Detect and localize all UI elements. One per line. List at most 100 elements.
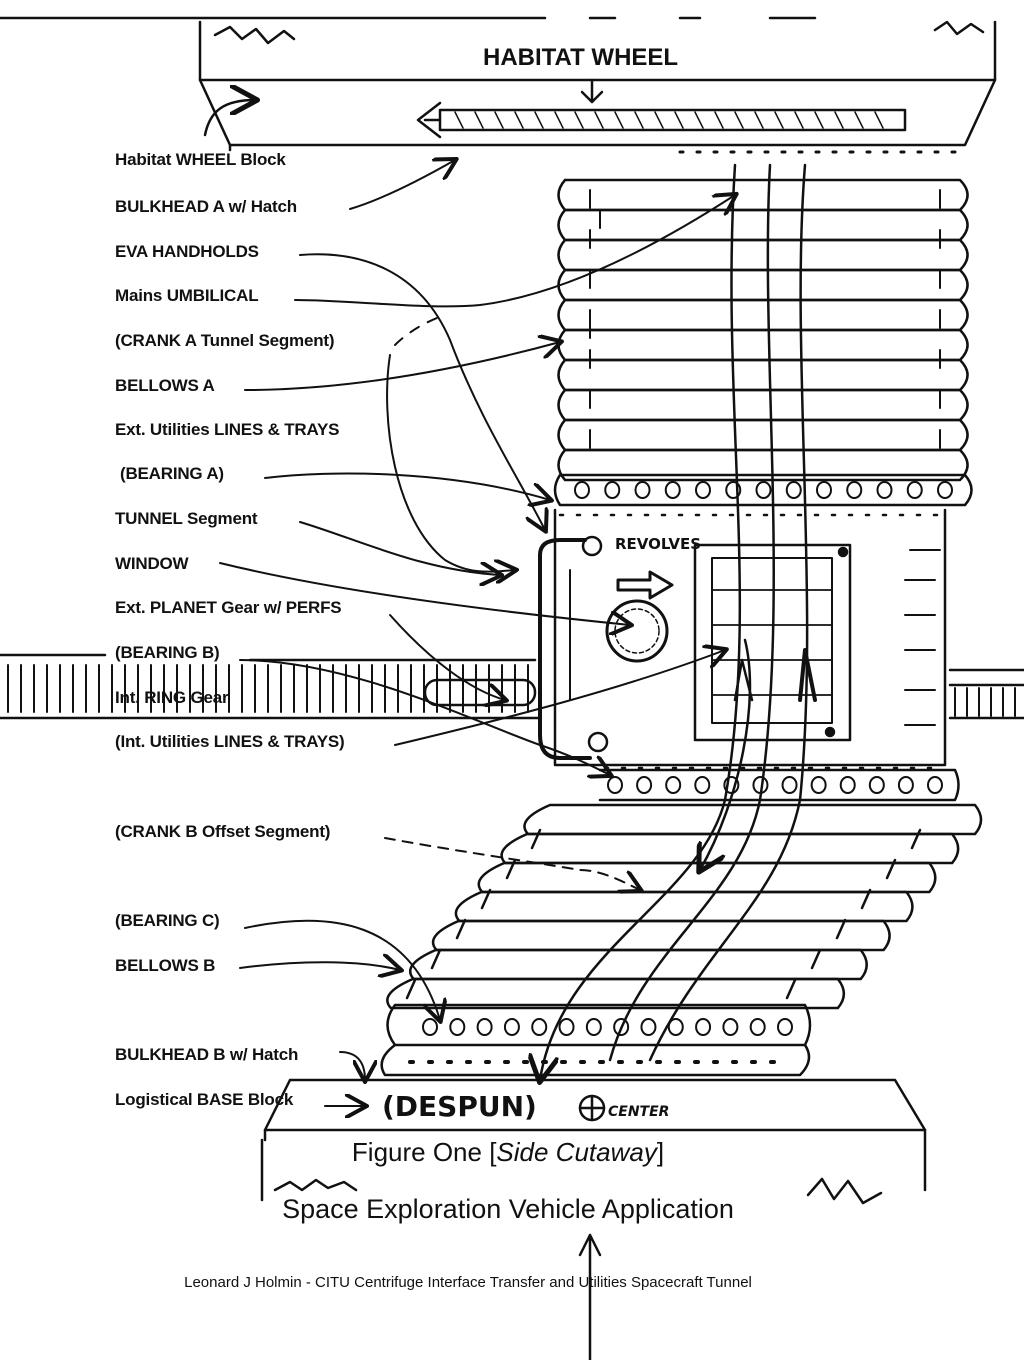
bearing-ball bbox=[722, 1018, 739, 1036]
eva-handhold bbox=[810, 948, 822, 970]
eva-handhold bbox=[910, 828, 922, 850]
bellows-rib bbox=[523, 803, 983, 836]
label-bearing-c: (BEARING C) bbox=[115, 911, 220, 930]
bearing-c bbox=[380, 1003, 812, 1077]
figure-caption-suffix: ] bbox=[656, 1137, 665, 1167]
logistical-base-block bbox=[260, 1078, 927, 1205]
bellows-rib bbox=[557, 208, 969, 242]
bearing-ball bbox=[695, 481, 711, 499]
label-bulkhead-a: BULKHEAD A w/ Hatch bbox=[115, 197, 297, 216]
label-planet-gear: Ext. PLANET Gear w/ PERFS bbox=[115, 598, 342, 617]
bellows-rib bbox=[557, 448, 969, 482]
bearing-ball bbox=[558, 1018, 575, 1036]
eva-handhold bbox=[785, 978, 797, 1000]
bellows-rib bbox=[500, 832, 960, 865]
label-bulkhead-b: BULKHEAD B w/ Hatch bbox=[115, 1045, 299, 1064]
diagram-title: HABITAT WHEEL bbox=[483, 44, 679, 71]
bellows-rib bbox=[557, 268, 969, 302]
bearing-ball bbox=[694, 776, 711, 794]
eva-handhold bbox=[505, 858, 517, 880]
bellows-rib bbox=[557, 238, 969, 272]
bearing-ball bbox=[634, 481, 651, 499]
bearing-ball bbox=[839, 776, 856, 794]
eva-handhold bbox=[885, 858, 897, 880]
center-note: CENTER bbox=[608, 1104, 670, 1120]
label-bellows-a: BELLOWS A bbox=[115, 376, 215, 395]
label-eva-handholds: EVA HANDHOLDS bbox=[115, 242, 259, 261]
bearing-ball bbox=[503, 1018, 520, 1036]
eva-handhold bbox=[530, 828, 542, 850]
bellows-rib bbox=[386, 977, 846, 1010]
eva-handhold bbox=[835, 918, 847, 940]
eva-handhold bbox=[589, 189, 601, 461]
center-axis-arrow bbox=[578, 1233, 602, 1360]
bearing-ball bbox=[531, 1018, 548, 1036]
bellows-rib bbox=[557, 358, 969, 392]
bellows-a bbox=[557, 150, 969, 482]
bearing-a bbox=[553, 473, 973, 507]
bearing-ball bbox=[937, 481, 953, 499]
bearing-ball bbox=[585, 1018, 602, 1036]
bearing-ball bbox=[777, 1018, 793, 1036]
tunnel-segment bbox=[538, 508, 947, 767]
bearing-ball bbox=[876, 481, 893, 499]
bearing-ball bbox=[640, 1018, 657, 1036]
bearing-ball bbox=[665, 776, 682, 794]
revolves-note: REVOLVES bbox=[615, 535, 702, 553]
bellows-rib bbox=[477, 861, 937, 894]
eva-handhold bbox=[430, 948, 442, 970]
bearing-ball bbox=[604, 481, 621, 499]
bellows-b bbox=[386, 803, 983, 1010]
bearing-ball bbox=[755, 481, 772, 499]
bearing-ball bbox=[725, 481, 742, 499]
eva-handhold bbox=[480, 888, 492, 910]
bellows-rib bbox=[431, 919, 891, 952]
bearing-ball bbox=[664, 481, 681, 499]
bearing-ball bbox=[868, 776, 885, 794]
bellows-rib bbox=[408, 948, 868, 981]
revolves-arrow-icon bbox=[616, 570, 674, 600]
bearing-ball bbox=[449, 1018, 466, 1036]
figure-caption-italic: Side Cutaway bbox=[496, 1137, 657, 1167]
label-window: WINDOW bbox=[115, 554, 189, 573]
label-bearing-b: (BEARING B) bbox=[115, 643, 220, 662]
bearing-ball bbox=[785, 481, 802, 499]
bearing-ball bbox=[723, 776, 740, 794]
label-crank-a: (CRANK A Tunnel Segment) bbox=[115, 331, 335, 350]
bearing-ball bbox=[897, 776, 914, 794]
credit-line: Leonard J Holmin - CITU Centrifuge Inter… bbox=[184, 1274, 752, 1291]
bearing-ball bbox=[607, 776, 623, 794]
bearing-ball bbox=[613, 1018, 630, 1036]
bearing-ball bbox=[846, 481, 863, 499]
bearing-ball bbox=[574, 481, 590, 499]
eva-handhold bbox=[860, 888, 872, 910]
habitat-wheel-block bbox=[0, 16, 997, 152]
bearing-ball bbox=[927, 776, 943, 794]
bearing-ball bbox=[906, 481, 923, 499]
bearing-ball bbox=[781, 776, 798, 794]
planet-gear bbox=[605, 599, 669, 663]
bearing-ball bbox=[810, 776, 827, 794]
bellows-rib bbox=[454, 890, 914, 923]
label-int-ring-gear: Int. RING Gear bbox=[115, 688, 229, 707]
label-ext-utilities: Ext. Utilities LINES & TRAYS bbox=[115, 420, 340, 439]
subtitle: Space Exploration Vehicle Application bbox=[282, 1194, 734, 1224]
figure-caption-prefix: Figure One [ bbox=[351, 1137, 497, 1167]
figure-caption: Figure One [Side Cutaway] bbox=[0, 1137, 1016, 1168]
eva-handhold bbox=[405, 978, 417, 1000]
bellows-rib bbox=[557, 388, 969, 422]
bearing-ball bbox=[816, 481, 832, 499]
label-int-utilities: (Int. Utilities LINES & TRAYS) bbox=[115, 732, 345, 751]
label-crank-b: (CRANK B Offset Segment) bbox=[115, 822, 331, 841]
internal-utilities-lines bbox=[540, 163, 817, 1080]
bearing-ball bbox=[422, 1018, 438, 1036]
int-ring-gear bbox=[0, 653, 1024, 720]
bearing-ball bbox=[749, 1018, 766, 1036]
bearing-ball bbox=[667, 1018, 684, 1036]
bellows-rib bbox=[557, 328, 969, 362]
label-habitat-wheel-block: Habitat WHEEL Block bbox=[115, 150, 286, 169]
label-mains-umbilical: Mains UMBILICAL bbox=[115, 286, 259, 305]
leader-arrows bbox=[219, 160, 735, 1106]
